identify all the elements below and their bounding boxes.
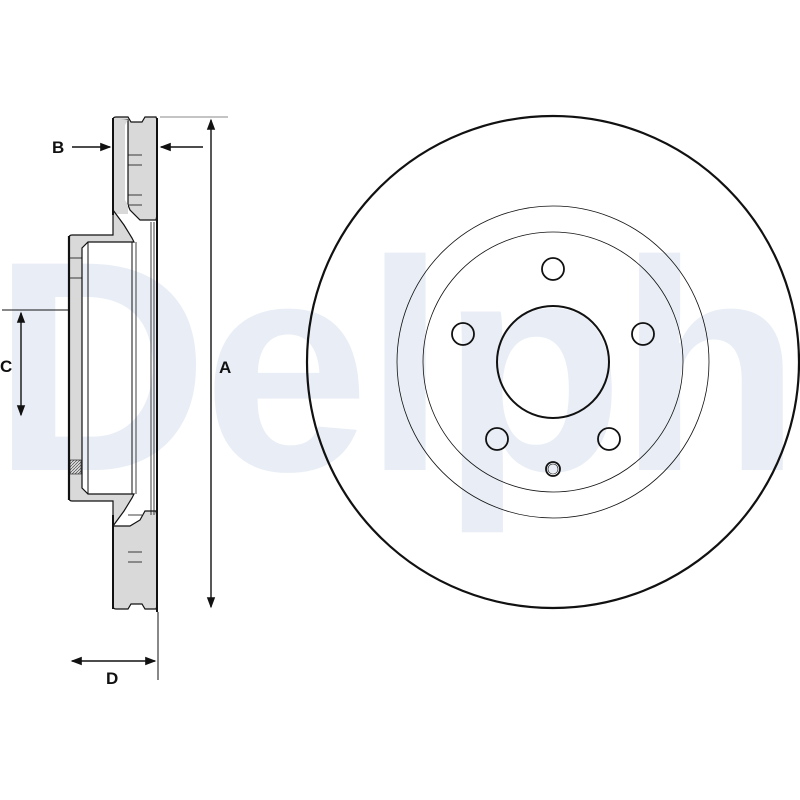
bolt-hole: [485, 427, 509, 451]
bolt-hole: [451, 322, 475, 346]
bolt-hole: [597, 427, 621, 451]
dimension-a: A: [160, 116, 231, 609]
friction-ring-inner: [396, 205, 710, 519]
dimension-d: D: [70, 612, 159, 688]
outer-edge: [305, 114, 800, 610]
bolt-hole: [631, 322, 655, 346]
bolt-hole: [541, 257, 565, 281]
hat-ring: [422, 231, 684, 493]
dimension-b: B: [52, 138, 203, 157]
svg-text:B: B: [52, 138, 64, 157]
locator-hole: [545, 461, 561, 477]
delphi-watermark: Delphi: [0, 198, 800, 536]
front-view: [305, 114, 800, 610]
top-left-plate: [113, 118, 128, 214]
dimension-c: C: [0, 309, 70, 417]
center-bore: [496, 305, 610, 419]
side-section-view: [67, 116, 158, 612]
svg-text:C: C: [0, 357, 12, 376]
svg-text:A: A: [219, 358, 231, 377]
svg-text:D: D: [106, 669, 118, 688]
